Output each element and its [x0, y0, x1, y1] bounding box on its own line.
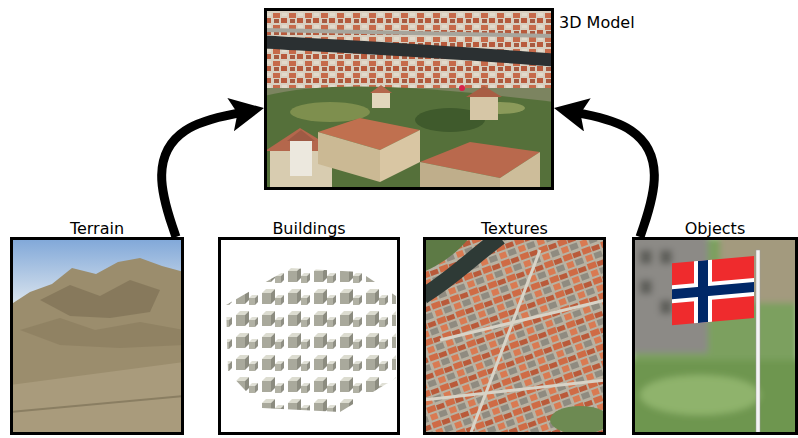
city-model-picture: [264, 8, 554, 190]
curved-arrow: [162, 112, 245, 237]
buildings-picture: [218, 237, 400, 435]
aerial-texture-picture: [423, 237, 606, 435]
flag-object-picture: [632, 237, 798, 435]
source-panel: Objects: [632, 237, 798, 435]
source-panel: Terrain: [10, 237, 184, 435]
panel-title: Objects: [605, 219, 798, 239]
panel-title: Buildings: [191, 219, 427, 239]
model-panel: 3D Model: [264, 8, 554, 190]
source-panel: Buildings: [218, 237, 400, 435]
curved-arrow: [574, 112, 655, 237]
source-panel: Textures: [423, 237, 606, 435]
panel-title: Textures: [396, 219, 633, 239]
panel-title: Terrain: [0, 219, 211, 239]
panel-title: 3D Model: [559, 13, 635, 33]
terrain-picture: [10, 237, 184, 435]
